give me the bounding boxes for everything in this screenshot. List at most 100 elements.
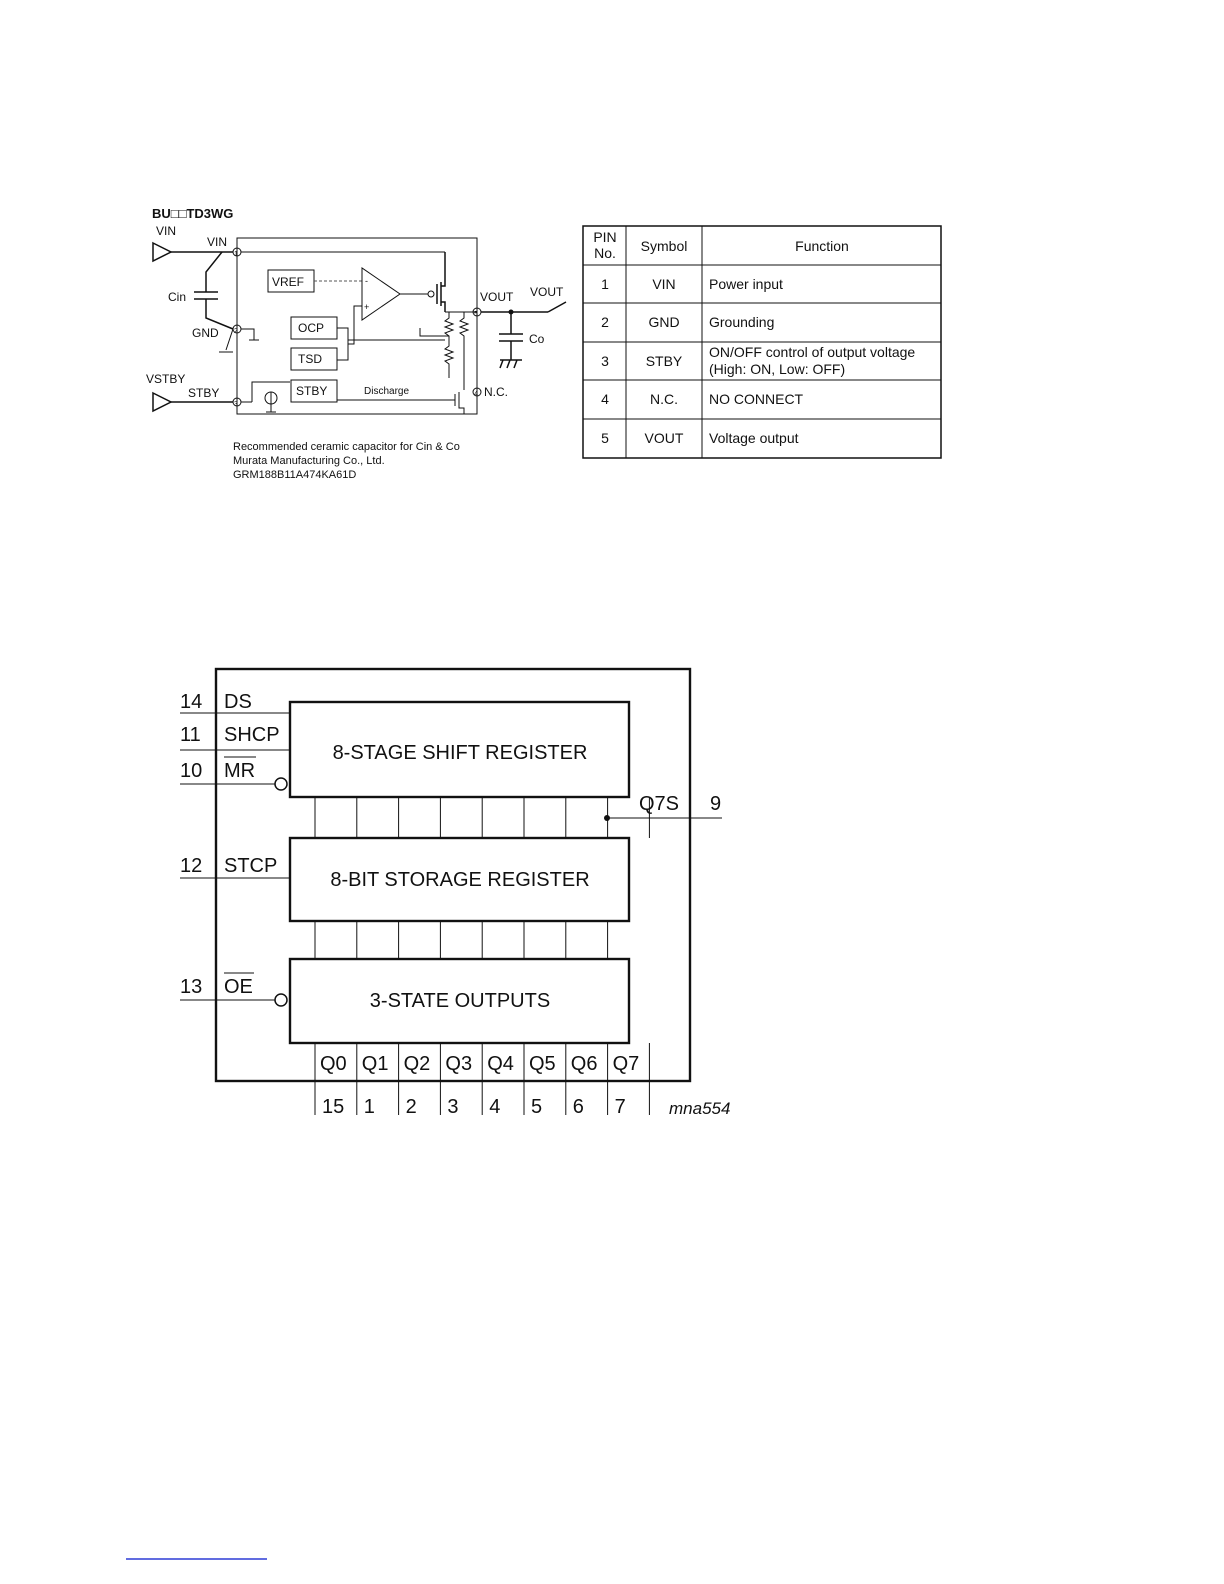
- pin2-number: 2: [234, 328, 238, 335]
- output-pin-number: 7: [615, 1096, 626, 1118]
- nc-label: N.C.: [484, 385, 508, 399]
- q7s-pin-number: 9: [710, 793, 721, 815]
- error-amp-icon: [361, 267, 401, 321]
- gnd-wire: [225, 328, 234, 351]
- pin-table-cell-pin: 1: [601, 276, 609, 292]
- pin1-number: 1: [234, 251, 238, 258]
- cin-label: Cin: [168, 290, 186, 304]
- amp-plus: +: [364, 302, 369, 312]
- pin-table-cell-symbol: VIN: [652, 276, 675, 292]
- capacitor-note-line1: Recommended ceramic capacitor for Cin & …: [233, 441, 460, 453]
- output-pin-name: Q4: [487, 1053, 514, 1075]
- feedback-to-amp: [419, 328, 449, 337]
- pin-table-cell-function-line2: (High: ON, Low: OFF): [709, 361, 845, 377]
- tsd-block: [290, 347, 338, 371]
- pass-transistor-icon: [436, 252, 446, 312]
- storage-register-block: [288, 836, 631, 923]
- shift-register-diagram: 8-STAGE SHIFT REGISTER 8-BIT STORAGE REG…: [180, 667, 730, 1118]
- oe-inversion-bubble: [274, 993, 288, 1007]
- protection-wires: [337, 305, 362, 361]
- output-pin-number: 15: [322, 1096, 344, 1118]
- pin-table-header-pin-no: No.: [594, 245, 616, 261]
- output-pin-number: 4: [489, 1096, 500, 1118]
- output-pin-number: 1: [364, 1096, 375, 1118]
- output-pin-name: Q3: [445, 1053, 472, 1075]
- mr-pin-name: MR: [224, 760, 255, 782]
- stby-block-label: STBY: [296, 384, 327, 398]
- chip-outline: [214, 667, 692, 1083]
- ds-pin-name: DS: [224, 691, 252, 713]
- q7s-pin-name: Q7S: [639, 793, 679, 815]
- stcp-pin-number: 12: [180, 855, 202, 877]
- ds-pin-number: 14: [180, 691, 202, 713]
- gnd-label: GND: [192, 326, 219, 340]
- pin-table-cell-symbol: N.C.: [650, 391, 678, 407]
- tsd-label: TSD: [298, 352, 322, 366]
- vin-ext-label: VIN: [156, 224, 176, 238]
- pin5-number: 5: [474, 311, 478, 318]
- vout-ext-label: VOUT: [530, 285, 564, 299]
- pin-table-cell-symbol: VOUT: [645, 430, 684, 446]
- discharge-transistor-icon: [454, 392, 465, 414]
- pin-table-cell-function: Grounding: [709, 314, 774, 330]
- discharge-label: Discharge: [364, 386, 409, 397]
- stby-block: [290, 379, 338, 403]
- stcp-pin-name: STCP: [224, 855, 277, 877]
- output-pin-number: 5: [531, 1096, 542, 1118]
- vout-terminal-icon: [547, 301, 567, 313]
- pin-table-header-function: Function: [795, 238, 849, 254]
- shcp-pin-number: 11: [180, 724, 201, 746]
- pin-table-cell-function: Power input: [709, 276, 783, 292]
- cin-top-wire: [205, 251, 223, 292]
- pin-table-cell-pin: 5: [601, 430, 609, 446]
- output-pin-name: Q7: [613, 1053, 640, 1075]
- capacitor-note-line3: GRM188B11A474KA61D: [233, 469, 356, 481]
- pin-table-cell-function: Voltage output: [709, 430, 799, 446]
- output-stage-label: 3-STATE OUTPUTS: [370, 990, 550, 1012]
- pin-table-header-pin: PIN: [593, 229, 616, 245]
- pin-table-cell-pin: 3: [601, 353, 609, 369]
- pin-table: PIN No. Symbol Function 1 VIN Power inpu…: [582, 225, 942, 459]
- pin-table-cell-function: NO CONNECT: [709, 391, 804, 407]
- shcp-pin-name: SHCP: [224, 724, 280, 746]
- mr-pin-number: 10: [180, 760, 202, 782]
- output-pin-number: 2: [406, 1096, 417, 1118]
- pin-table-cell-symbol: STBY: [646, 353, 683, 369]
- oe-pin-name: OE: [224, 976, 253, 998]
- gnd-int-symbol: [241, 328, 259, 341]
- pin-table-cell-function: ON/OFF control of output voltage: [709, 344, 915, 360]
- gate-bubble: [427, 290, 435, 298]
- pin-table-cell-symbol: GND: [648, 314, 679, 330]
- output-stage-block: [288, 957, 631, 1045]
- oe-pin-number: 13: [180, 976, 202, 998]
- output-pin-name: Q1: [362, 1053, 389, 1075]
- capacitor-note-line2: Murata Manufacturing Co., Ltd.: [233, 455, 385, 467]
- vref-label: VREF: [272, 275, 304, 289]
- figure-id: mna554: [669, 1099, 730, 1118]
- amp-minus: -: [365, 276, 368, 286]
- output-pin-name: Q5: [529, 1053, 556, 1075]
- shift-register-label: 8-STAGE SHIFT REGISTER: [333, 742, 588, 764]
- pin-table-cell-pin: 2: [601, 314, 609, 330]
- co-label: Co: [529, 332, 545, 346]
- storage-register-label: 8-BIT STORAGE REGISTER: [330, 869, 589, 891]
- discharge-resistor-icon: [458, 312, 470, 390]
- pin4-marker: [472, 387, 482, 397]
- output-pin-number: 6: [573, 1096, 584, 1118]
- vin-terminal-icon: [152, 241, 173, 263]
- ic-outline: [236, 237, 478, 415]
- vstby-terminal-icon: [152, 391, 173, 413]
- mr-inversion-bubble: [274, 777, 288, 791]
- vstby-label: VSTBY: [146, 372, 185, 386]
- cin-bottom-wire: [205, 299, 234, 330]
- feedback-resistors-icon: [443, 312, 455, 378]
- pin4-number: 4: [474, 391, 478, 398]
- stby-pin-label: STBY: [188, 386, 219, 400]
- pin3-number: 3: [234, 401, 238, 408]
- output-pin-name: Q6: [571, 1053, 598, 1075]
- co-ground-icon: [499, 359, 522, 369]
- output-pin-name: Q2: [404, 1053, 431, 1075]
- regulator-diagram: BU□□TD3WG VIN VIN 1 Cin GND 2 VSTBY STBY…: [146, 206, 567, 481]
